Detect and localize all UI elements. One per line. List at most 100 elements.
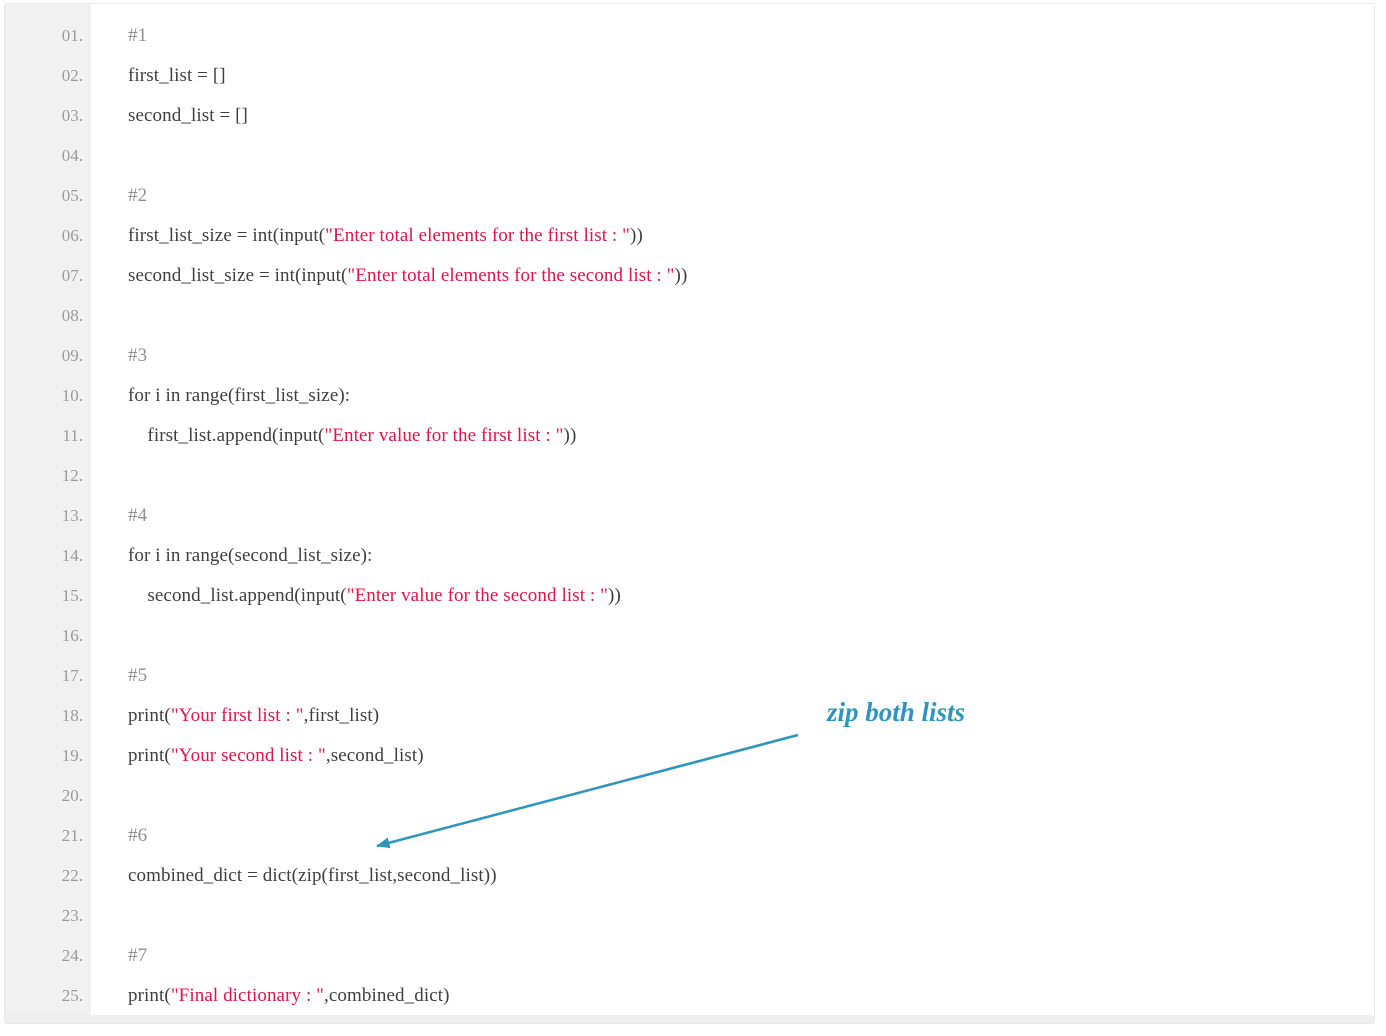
code-line-text: second_list.append(input("Enter value fo… [91,585,621,607]
line-number: 08. [61,306,83,325]
code-line: 03. second_list = [] [5,96,1374,136]
annotation-arrow-icon [376,733,799,849]
code-text: )) [563,425,577,446]
code-line: 15. second_list.append(input("Enter valu… [5,576,1374,616]
string-literal: "Enter value for the second list : " [346,585,609,606]
code-line: 18. print("Your first list : ",first_list… [5,696,1374,736]
line-number: 04. [61,146,83,165]
code-line: 02. first_list = [] [5,56,1374,96]
code-text: second_list.append(input( [128,585,347,606]
code-text: )) [674,265,688,286]
line-number: 13. [61,506,83,525]
code-text: print( [128,705,171,726]
code-line: 04. [5,136,1374,176]
code-line: 08. [5,296,1374,336]
horizontal-scrollbar[interactable] [5,1015,1374,1023]
string-literal: "Final dictionary : " [170,985,325,1006]
code-lines: 01. #1 02. first_list = [] 03. second_list = … [5,16,1374,1016]
string-literal: "Enter total elements for the second lis… [347,265,675,286]
line-number: 01. [61,26,83,45]
line-number: 07. [61,266,83,285]
line-number: 05. [61,186,83,205]
code-text: print( [128,985,171,1006]
code-line: 01. #1 [5,16,1374,56]
code-line-text: print("Your first list : ",first_list) [91,705,379,727]
line-number: 10. [61,386,83,405]
code-line-text: #3 [91,345,147,367]
comment-text: #6 [128,825,148,846]
code-line: 16. [5,616,1374,656]
code-line: 09. #3 [5,336,1374,376]
code-line-text: for i in range(first_list_size): [91,385,350,407]
code-line: 21. #6 [5,816,1374,856]
code-line: 20. [5,776,1374,816]
comment-text: #1 [128,25,148,46]
code-text: for i in range(second_list_size): [128,545,373,566]
code-line: 17. #5 [5,656,1374,696]
string-literal: "Enter value for the first list : " [324,425,564,446]
line-number: 03. [61,106,83,125]
code-text: for i in range(first_list_size): [128,385,351,406]
line-number: 19. [61,746,83,765]
line-number: 11. [62,426,83,445]
code-text: ,second_list) [325,745,424,766]
code-line-text: second_list_size = int(input("Enter tota… [91,265,687,287]
code-line: 22.combined_dict = dict(zip(first_list,s… [5,856,1374,896]
comment-text: #3 [128,345,148,366]
comment-text: #5 [128,665,148,686]
line-number: 09. [61,346,83,365]
code-line: 13. #4 [5,496,1374,536]
code-line-text: #1 [91,25,147,47]
code-text: first_list = [] [128,65,226,86]
code-line-text: #4 [91,505,147,527]
code-text: second_list = [] [128,105,248,126]
line-number: 15. [61,586,83,605]
code-line-text: #7 [91,945,147,967]
code-text: first_list.append(input( [128,425,325,446]
code-line-text: second_list = [] [91,105,248,127]
code-line-text: first_list.append(input("Enter value for… [91,425,576,447]
code-line: 10. for i in range(first_list_size): [5,376,1374,416]
line-number: 20. [61,786,83,805]
code-line-text: #6 [91,825,147,847]
code-line: 23. [5,896,1374,936]
line-number: 16. [61,626,83,645]
code-line-text: #5 [91,665,147,687]
code-line-text: first_list_size = int(input("Enter total… [91,225,643,247]
code-text: ,combined_dict) [324,985,450,1006]
line-number: 14. [61,546,83,565]
code-line-text: for i in range(second_list_size): [91,545,372,567]
string-literal: "Enter total elements for the first list… [325,225,631,246]
code-text: )) [630,225,643,246]
string-literal: "Your second list : " [170,745,326,766]
code-line: 25. print("Final dictionary : ",combined_… [5,976,1374,1016]
line-number: 02. [61,66,83,85]
code-text: first_list_size = int(input( [128,225,326,246]
code-line: 11. first_list.append(input("Enter value… [5,416,1374,456]
code-line: 07. second_list_size = int(input("Enter t… [5,256,1374,296]
code-text: second_list_size = int(input( [128,265,348,286]
annotation-label: zip both lists [827,697,966,727]
comment-text: #7 [128,945,148,966]
line-number: 17. [61,666,83,685]
code-text: )) [608,585,621,606]
code-line: 06.first_list_size = int(input("Enter to… [5,216,1374,256]
code-block-panel: 01. #1 02. first_list = [] 03. second_list = … [4,3,1375,1024]
code-line-text: first_list = [] [91,65,226,87]
line-number-gutter [5,4,91,1015]
code-line: 19. print("Your second list : ",second_li… [5,736,1374,776]
code-line-text: print("Final dictionary : ",combined_dic… [91,985,450,1007]
line-number: 21. [61,826,83,845]
code-text: ,first_list) [303,705,380,726]
comment-text: #2 [128,185,148,206]
line-number: 23. [61,906,83,925]
code-line-text: print("Your second list : ",second_list) [91,745,424,767]
code-line: 12. [5,456,1374,496]
line-number: 25. [61,986,83,1005]
line-number: 22. [61,866,83,885]
line-number: 18. [61,706,83,725]
comment-text: #4 [128,505,148,526]
code-line: 05. #2 [5,176,1374,216]
code-line-text: #2 [91,185,147,207]
